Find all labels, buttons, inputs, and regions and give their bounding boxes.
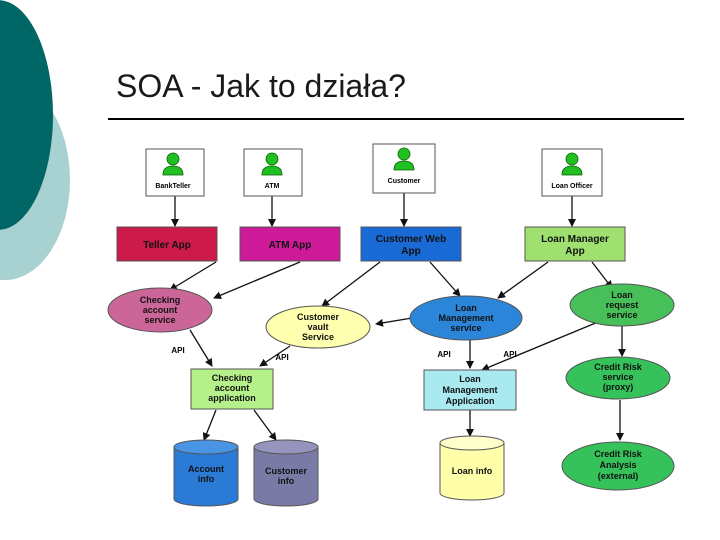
slide-decoration [0, 0, 70, 280]
credit-risk-external-label-2: Analysis [599, 460, 636, 470]
customer-web-app-box: Customer Web App [360, 226, 462, 262]
arrow-loan-mgmt-service-to-vault [375, 317, 413, 327]
credit-risk-proxy: Credit Risk service (proxy) [565, 356, 671, 400]
api-label-4: API [503, 350, 516, 359]
arrow-checking-app-to-customer-db [253, 409, 277, 441]
arrow-atm-app-to-checking-service [213, 261, 301, 299]
loan-mgmt-service-label-2: Management [438, 313, 493, 323]
customer-info-label-1: Customer [265, 466, 308, 476]
teller-app-box: Teller App [116, 226, 218, 262]
account-info-label-2: info [198, 474, 215, 484]
vault-service-label-3: Service [302, 332, 334, 342]
loan-info-label: Loan info [452, 466, 493, 476]
loan-mgmt-service-label-1: Loan [455, 303, 477, 313]
arrow-vault-to-checking-app [259, 345, 291, 367]
person-icon [166, 152, 180, 166]
arrow-teller-app-to-checking-service [169, 261, 217, 291]
slide-title: SOA - Jak to działa? [116, 68, 406, 104]
customer-web-app-label-2: App [401, 246, 420, 257]
connector-arrows [169, 193, 626, 441]
actor-atm: ATM [243, 148, 303, 197]
arrow-manager-app-to-loan-mgmt-service [497, 261, 549, 299]
loan-request-service: Loan request service [569, 283, 675, 327]
api-label-1: API [171, 346, 184, 355]
arrow-web-app-to-loan-mgmt-service [429, 261, 461, 297]
actor-bank-teller: BankTeller [145, 148, 205, 197]
loan-mgmt-app-label-3: Application [446, 396, 495, 406]
credit-risk-external: Credit Risk Analysis (external) [561, 441, 675, 491]
actor-customer: Customer [372, 143, 436, 194]
checking-app-label-1: Checking [212, 373, 253, 383]
loan-management-application: Loan Management Application [423, 369, 517, 411]
api-label-2: API [275, 353, 288, 362]
credit-risk-proxy-label-2: service [602, 372, 633, 382]
actor-label-atm: ATM [265, 183, 280, 190]
loan-request-label-3: service [606, 310, 637, 320]
vault-service-label-1: Customer [297, 312, 340, 322]
arrow-checking-service-to-checking-app [189, 329, 213, 367]
loan-request-label-1: Loan [611, 290, 633, 300]
customer-info-label-2: info [278, 476, 295, 486]
api-label-3: API [437, 350, 450, 359]
arrow-manager-app-to-loan-request [591, 261, 613, 289]
account-info-label-1: Account [188, 464, 224, 474]
checking-app-label-2: account [215, 383, 250, 393]
person-icon [565, 152, 579, 166]
actor-label-customer: Customer [388, 178, 421, 185]
actor-label-bank-teller: BankTeller [155, 183, 191, 190]
loan-mgmt-service-label-3: service [450, 323, 481, 333]
checking-account-service: Checking account service [107, 287, 213, 333]
loan-request-label-2: request [606, 300, 639, 310]
loan-mgmt-app-label-2: Management [442, 385, 497, 395]
atm-app-label: ATM App [269, 240, 312, 251]
loan-manager-app-box: Loan Manager App [524, 226, 626, 262]
account-info-database: Account info [173, 439, 239, 507]
loan-management-service: Loan Management service [409, 295, 523, 341]
loan-manager-app-label-1: Loan Manager [541, 234, 609, 245]
title-underline [108, 118, 684, 120]
loan-info-database: Loan info [439, 435, 505, 501]
decoration-dark-circle [0, 0, 53, 230]
credit-risk-external-label-1: Credit Risk [594, 449, 643, 459]
teller-app-label: Teller App [143, 240, 191, 251]
loan-manager-app-label-2: App [565, 246, 584, 257]
arrow-web-app-to-vault-service [321, 261, 381, 307]
arrow-checking-app-to-account-db [202, 409, 217, 441]
credit-risk-proxy-label-3: (proxy) [603, 382, 634, 392]
loan-mgmt-app-label-1: Loan [459, 374, 481, 384]
person-icon [265, 152, 279, 166]
credit-risk-external-label-3: (external) [598, 471, 639, 481]
vault-service-label-2: vault [307, 322, 328, 332]
checking-service-label-2: account [143, 305, 178, 315]
customer-vault-service: Customer vault Service [265, 305, 371, 349]
checking-service-label-3: service [144, 315, 175, 325]
customer-info-database: Customer info [253, 439, 319, 507]
person-icon [397, 147, 411, 161]
checking-service-label-1: Checking [140, 295, 181, 305]
arrow-loan-request-to-loan-mgmt-app [481, 321, 599, 372]
checking-account-application: Checking account application [190, 368, 274, 410]
checking-app-label-3: application [208, 393, 256, 403]
atm-app-box: ATM App [239, 226, 341, 262]
actor-loan-officer: Loan Officer [541, 148, 603, 197]
actor-label-loan-officer: Loan Officer [551, 183, 593, 190]
customer-web-app-label-1: Customer Web [376, 234, 446, 245]
credit-risk-proxy-label-1: Credit Risk [594, 362, 643, 372]
